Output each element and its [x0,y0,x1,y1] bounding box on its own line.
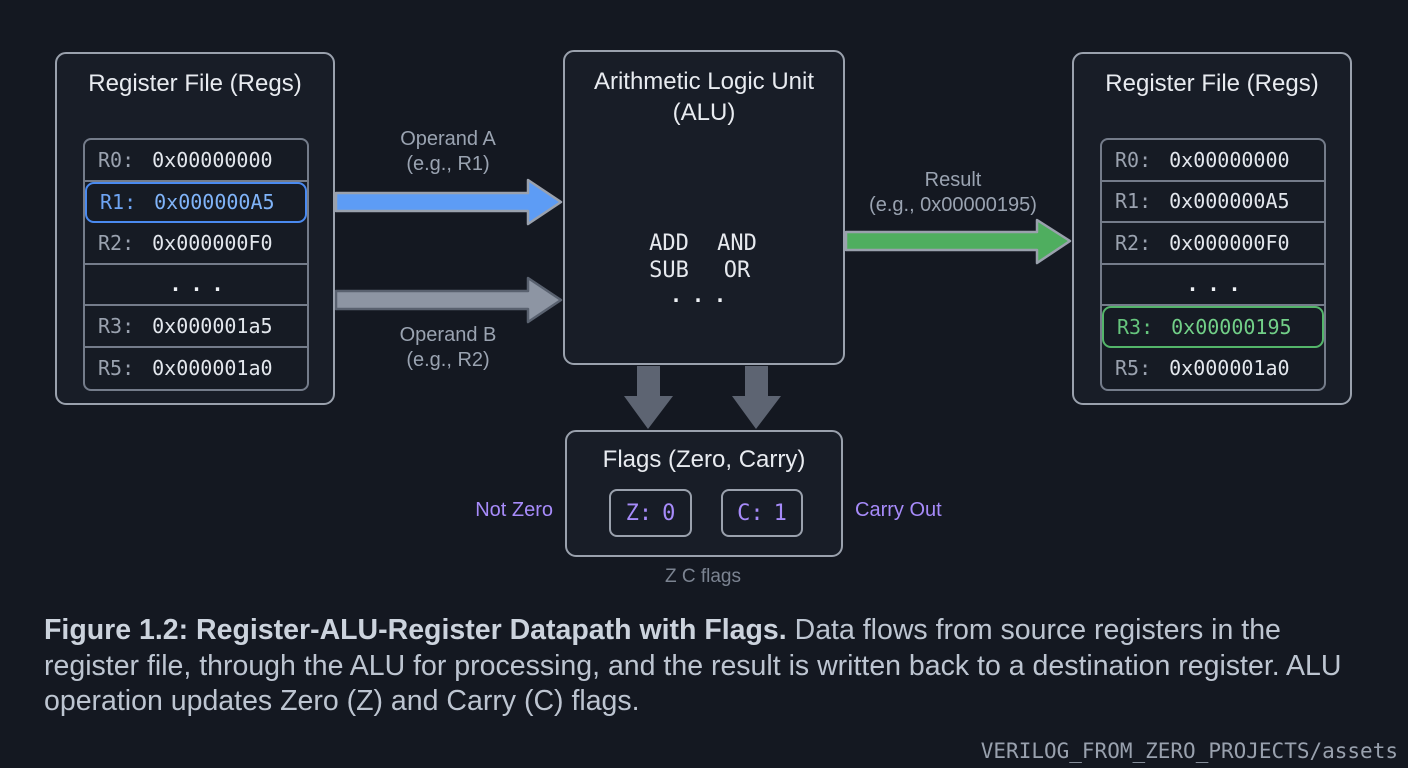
alu-title: Arithmetic Logic Unit (ALU) [565,66,843,128]
flags-box: Flags (Zero, Carry) Z: 0 C: 1 [565,430,843,557]
register-row-r1-highlighted: R1: 0x000000A5 [85,181,307,223]
register-row-r3-highlighted: R3: 0x00000195 [1102,306,1324,348]
register-name: R5: [1115,356,1152,381]
zero-flag-down-arrow [624,366,673,429]
register-name: R5: [98,356,135,381]
register-name: R1: [100,190,137,215]
register-value: 0x000000F0 [1169,230,1290,255]
not-zero-label: Not Zero [475,499,553,521]
register-row-ellipsis: ... [85,265,307,306]
zero-flag-value: 0 [662,500,676,526]
register-row-r3: R3: 0x000001a5 [85,306,307,348]
zero-flag-label: Z: [625,500,653,526]
register-value: 0x00000000 [152,147,273,172]
register-name: R2: [1115,230,1152,255]
source-register-rows: R0: 0x00000000 R1: 0x000000A5 R2: 0x0000… [83,138,309,391]
alu-box: Arithmetic Logic Unit (ALU) ADD AND SUB … [563,50,845,365]
register-row-ellipsis: ... [1102,265,1324,306]
operand-b-label-line2: (e.g., R2) [406,349,490,371]
operand-a-label: Operand A (e.g., R1) [348,127,548,177]
source-register-file-title: Register File (Regs) [88,70,302,97]
zc-flags-caption: Z C flags [664,566,742,587]
register-row-r0: R0: 0x00000000 [85,140,307,182]
alu-op-or: OR [723,258,751,283]
register-name: R2: [98,230,135,255]
register-value: 0x000000A5 [154,190,275,215]
carry-flag-cell: C: 1 [721,489,803,537]
register-name: R3: [1117,314,1154,339]
operand-a-label-line2: (e.g., R1) [406,153,490,175]
result-label: Result (e.g., 0x00000195) [843,168,1063,218]
alu-title-line1: Arithmetic Logic Unit [593,68,815,95]
alu-operations: ADD AND SUB OR [635,230,771,284]
destination-register-file: Register File (Regs) R0: 0x00000000 R1: … [1072,52,1352,405]
register-row-r1: R1: 0x000000A5 [1102,182,1324,223]
register-value: 0x000001a0 [1169,356,1290,381]
result-label-line1: Result [924,169,982,191]
source-register-file: Register File (Regs) R0: 0x00000000 R1: … [55,52,335,405]
operand-a-arrow [334,178,563,226]
carry-flag-value: 1 [773,500,787,526]
operand-b-label: Operand B (e.g., R2) [348,323,548,373]
register-value: 0x000001a5 [152,313,273,338]
register-row-r0: R0: 0x00000000 [1102,140,1324,182]
operand-b-label-line1: Operand B [399,324,497,346]
result-label-line2: (e.g., 0x00000195) [869,194,1037,216]
carry-out-label: Carry Out [855,499,942,521]
operand-b-arrow [334,276,563,324]
flags-title: Flags (Zero, Carry) [602,446,806,473]
alu-title-line2: (ALU) [672,99,736,126]
register-value: 0x000000A5 [1169,189,1290,214]
alu-op-add: ADD [649,231,689,256]
zero-flag-cell: Z: 0 [609,489,692,537]
register-name: R3: [98,313,135,338]
figure-caption: Figure 1.2: Register-ALU-Register Datapa… [44,613,1380,720]
register-value: 0x000001a0 [152,356,273,381]
figure-caption-bold: Figure 1.2: Register-ALU-Register Datapa… [44,614,787,646]
register-name: R1: [1115,189,1152,214]
watermark-text: VERILOG_FROM_ZERO_PROJECTS/assets [980,739,1398,763]
result-arrow [844,218,1072,265]
ellipsis-dots: ... [1186,272,1250,297]
figure-caption-text: Data flows from source registers in the … [44,614,1342,717]
operand-a-label-line1: Operand A [400,128,496,150]
carry-flag-label: C: [737,500,764,526]
register-row-r5: R5: 0x000001a0 [85,348,307,390]
carry-flag-down-arrow [732,366,781,429]
alu-op-sub: SUB [649,258,689,283]
register-value: 0x000000F0 [152,230,273,255]
register-name: R0: [98,147,135,172]
alu-op-and: AND [717,231,757,256]
alu-ops-ellipsis: ... [669,283,737,307]
register-row-r5: R5: 0x000001a0 [1102,348,1324,390]
destination-register-rows: R0: 0x00000000 R1: 0x000000A5 R2: 0x0000… [1100,138,1326,391]
register-value: 0x00000000 [1169,147,1290,172]
register-value: 0x00000195 [1171,314,1292,339]
register-row-r2: R2: 0x000000F0 [85,223,307,265]
destination-register-file-title: Register File (Regs) [1105,70,1319,97]
ellipsis-dots: ... [169,272,233,297]
register-name: R0: [1115,147,1152,172]
register-row-r2: R2: 0x000000F0 [1102,223,1324,265]
